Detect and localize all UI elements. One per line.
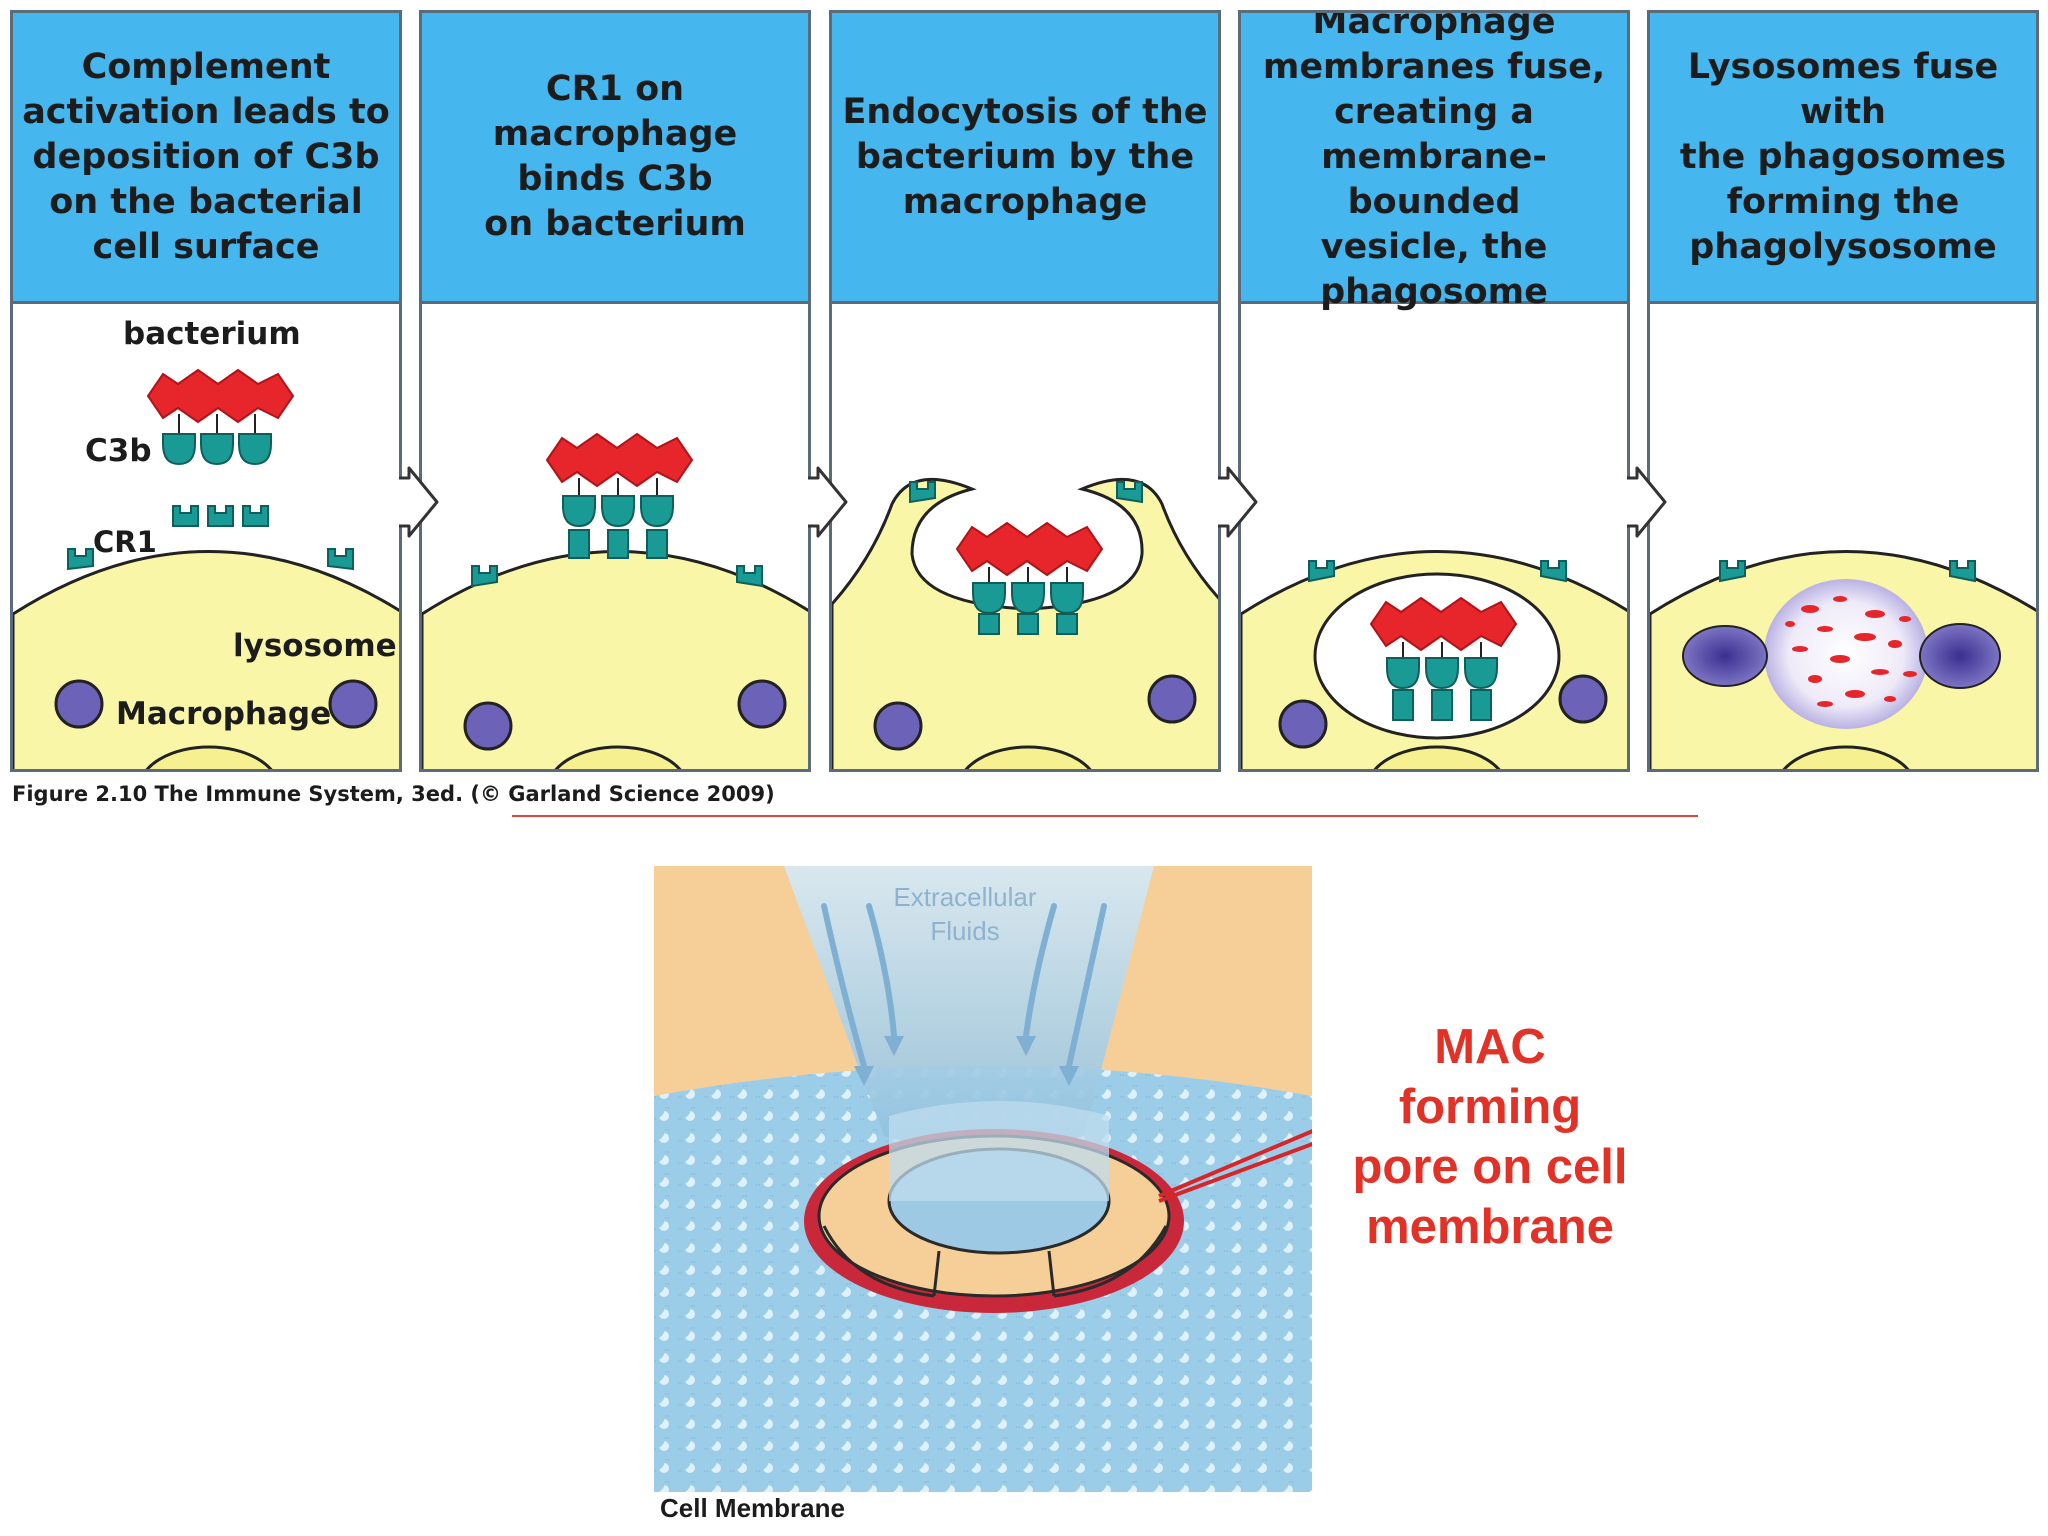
panel-2-header: CR1 on macrophage binds C3b on bacterium <box>422 13 808 304</box>
panel-4-title: Macrophage membranes fuse, creating a me… <box>1262 10 1606 312</box>
macrophage-label: Macrophage <box>116 696 332 732</box>
panel-5-header: Lysosomes fuse with the phagosomes formi… <box>1650 13 2036 304</box>
panel-1-title: Complement activation leads to depositio… <box>22 46 390 267</box>
c3b-label: C3b <box>85 433 152 469</box>
mac-pore-illustration <box>654 866 1312 1492</box>
lysosome-2 <box>328 679 378 729</box>
panel-2-title: CR1 on macrophage binds C3b on bacterium <box>484 69 746 244</box>
panel-5: Lysosomes fuse with the phagosomes formi… <box>1647 10 2039 772</box>
bacterium-shape <box>146 368 295 424</box>
panel-3-illustration <box>832 477 1218 769</box>
cr1-label: CR1 <box>93 525 157 559</box>
panel-3-title: Endocytosis of the bacterium by the macr… <box>842 91 1208 222</box>
cell-membrane-label: Cell Membrane <box>660 1493 845 1523</box>
panel-5-title: Lysosomes fuse with the phagosomes formi… <box>1679 46 2007 267</box>
panel-3-header: Endocytosis of the bacterium by the macr… <box>832 13 1218 304</box>
panel-4: Macrophage membranes fuse, creating a me… <box>1238 10 1630 772</box>
panel-5-illustration <box>1650 550 2036 769</box>
panel-4-illustration <box>1241 550 1627 769</box>
separator-line <box>512 815 1698 817</box>
c3b-group <box>162 414 272 466</box>
lysosome-1 <box>54 679 104 729</box>
cr1-receptors <box>67 505 354 571</box>
mac-pore-label: MAC forming pore on cell membrane <box>1352 1020 1628 1254</box>
lysosome-label: lysosome <box>233 628 397 664</box>
bacterium-label: bacterium <box>123 316 301 352</box>
panel-1-illustration <box>13 368 399 769</box>
figure-caption: Figure 2.10 The Immune System, 3ed. (© G… <box>12 782 775 806</box>
panel-3: Endocytosis of the bacterium by the macr… <box>829 10 1221 772</box>
panel-2-illustration <box>422 432 808 769</box>
panel-1-header: Complement activation leads to depositio… <box>13 13 399 304</box>
panel-2: CR1 on macrophage binds C3b on bacterium <box>419 10 811 772</box>
panel-1: Complement activation leads to depositio… <box>10 10 402 772</box>
extracellular-fluids-label: Extracellular Fluids <box>893 882 1037 946</box>
panel-4-header: Macrophage membranes fuse, creating a me… <box>1241 13 1627 312</box>
